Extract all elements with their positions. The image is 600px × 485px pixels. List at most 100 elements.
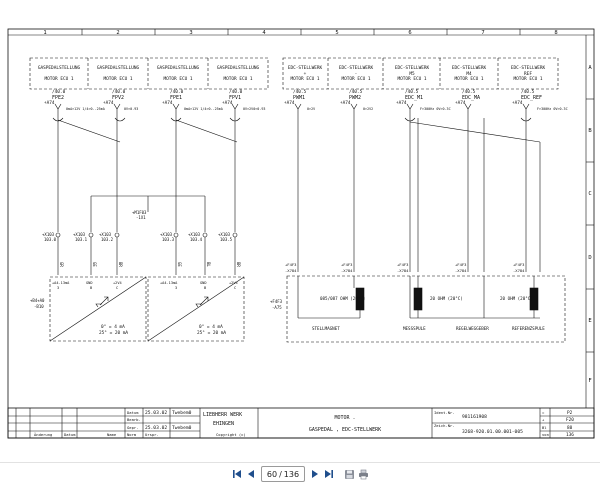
x-terminals (55, 232, 238, 275)
tb-sheet-label: + (542, 417, 545, 422)
x-term: +X103 (160, 232, 173, 237)
column-number: 2 (116, 30, 119, 36)
ecu-label: MOTOR ECU 1 (454, 76, 483, 82)
connector-id: +A74 (340, 100, 351, 106)
save-button[interactable] (342, 467, 356, 481)
pedal-reading: 0° = 4 mA (199, 324, 223, 330)
tb-copyright: Copyright (c) (216, 432, 246, 437)
function-label: EDC-STELLWERK (395, 65, 430, 71)
signal-spec: 0mA>12V 1/4>0..25mA (184, 107, 223, 111)
tb-drawing-label: Zeich-Nr. (434, 423, 455, 428)
connector-id: +A74 (44, 100, 55, 106)
column-number: 6 (408, 30, 411, 36)
pedal-reading: 25° = 20 mA (197, 330, 226, 336)
x-term: +X103 (218, 232, 231, 237)
ecu-label: MOTOR ECU 1 (103, 76, 132, 82)
connector-id: +A74 (396, 100, 407, 106)
ecu-label: MOTOR ECU 1 (397, 76, 426, 82)
first-page-icon (232, 470, 241, 478)
connector-block-sub: -1X1 (136, 215, 146, 220)
tb-ident-value: 981161908 (462, 414, 487, 420)
last-page-button[interactable] (322, 467, 336, 481)
edc-pin: -X784 (397, 268, 409, 273)
x-term-pin: 103.5 (220, 237, 233, 242)
print-button[interactable] (356, 467, 370, 481)
wire-code: BR (236, 262, 241, 267)
edc-pin: -X784 (455, 268, 467, 273)
tb-row-label: Datum (127, 410, 139, 415)
signal-ref: /40.5 (349, 89, 363, 95)
print-icon (358, 469, 368, 479)
wire-code: GE (177, 262, 182, 267)
signal-name: EDC_M1 (405, 95, 423, 101)
tb-footer-cell: Name (107, 432, 117, 437)
ecu-box-edc (282, 57, 559, 90)
tb-sheet-label: Bl (542, 425, 547, 430)
signal-name: EDC_REF (521, 95, 542, 101)
edc-pin: -X784 (285, 268, 297, 273)
signal-spec: F>300Hz 0V>0.3C (420, 107, 451, 111)
current-page[interactable]: 60 (266, 469, 278, 479)
pedal-sensor-2 (147, 276, 245, 342)
column-number: 7 (481, 30, 484, 36)
row-letter: C (588, 191, 591, 197)
ecu-box-gaspedal (29, 57, 269, 90)
page-number-field[interactable]: 60 / 136 (260, 466, 306, 482)
pin-row-b: C (234, 286, 236, 290)
signal-name: EDC_MA (462, 95, 480, 101)
component-name: REGELWEGGEBER (456, 326, 489, 331)
pin-row-a: GND (86, 281, 93, 285)
edc-actuator-box (286, 275, 566, 343)
pin-row-a: GND (200, 281, 207, 285)
x-term-pin: 103.3 (162, 237, 175, 242)
connector-id: +A74 (284, 100, 295, 106)
first-page-button[interactable] (230, 467, 244, 481)
wire-code: BL (206, 262, 211, 267)
row-letter: B (588, 128, 592, 134)
pin-row-a: +2V4 (229, 281, 238, 285)
signal-ref: /40.0 (229, 89, 243, 95)
tb-drawing-number: 3268-920.01.00.001-005 (462, 429, 523, 435)
x-term: +X103 (188, 232, 201, 237)
tb-sheet-value: 136 (566, 432, 574, 438)
pin-row-b: C (116, 286, 118, 290)
pedal-reading: 0° = 4 mA (101, 324, 125, 330)
coil-spec: 085/087 OHM (20°C) (320, 296, 365, 301)
pin-row-a: +A4.13mA (160, 281, 178, 285)
ecu-terminals (54, 103, 530, 113)
tb-footer-cell: Norm (127, 432, 137, 437)
edc-pin: -X784 (513, 268, 525, 273)
title-block (7, 407, 595, 439)
component-name: MESSSPULE (403, 326, 426, 331)
next-page-button[interactable] (308, 467, 322, 481)
connector-id: +A74 (222, 100, 233, 106)
ecu-label: MOTOR ECU 1 (223, 76, 252, 82)
component-name: REFERENZSPULE (512, 326, 545, 331)
row-letter: E (588, 318, 591, 324)
coil-referenzspule (529, 287, 539, 311)
column-number: 8 (554, 30, 557, 36)
pin-row-b: B (204, 286, 206, 290)
pin-row-b: B (90, 286, 92, 290)
cable-shields (52, 117, 541, 143)
sensor-label: +B4+A0 (30, 298, 45, 303)
pedal-sensor-1 (49, 276, 147, 342)
edc-pin: -X784 (341, 268, 353, 273)
previous-page-button[interactable] (244, 467, 258, 481)
x-term-pin: 103.4 (190, 237, 203, 242)
pedal-reading: 25° = 20 mA (99, 330, 128, 336)
function-sub: REF (524, 71, 532, 77)
x-term-pin: 103.2 (101, 237, 114, 242)
connector-id: +A74 (512, 100, 523, 106)
signal-ref: /40.5 (405, 89, 419, 95)
signal-spec: 0>2V2 (363, 107, 373, 111)
function-label: GASPEDALSTELLUNG (38, 65, 81, 71)
ecu-label: MOTOR ECU 1 (290, 76, 319, 82)
pin-row-a: +2V4 (113, 281, 122, 285)
ecu-label: MOTOR ECU 1 (163, 76, 192, 82)
tb-name: Twebem0 (172, 410, 192, 416)
column-number: 4 (262, 30, 266, 36)
function-sub: + (304, 72, 307, 77)
tb-sheet-label: = (542, 410, 545, 415)
ecu-label: MOTOR ECU 1 (44, 76, 73, 82)
